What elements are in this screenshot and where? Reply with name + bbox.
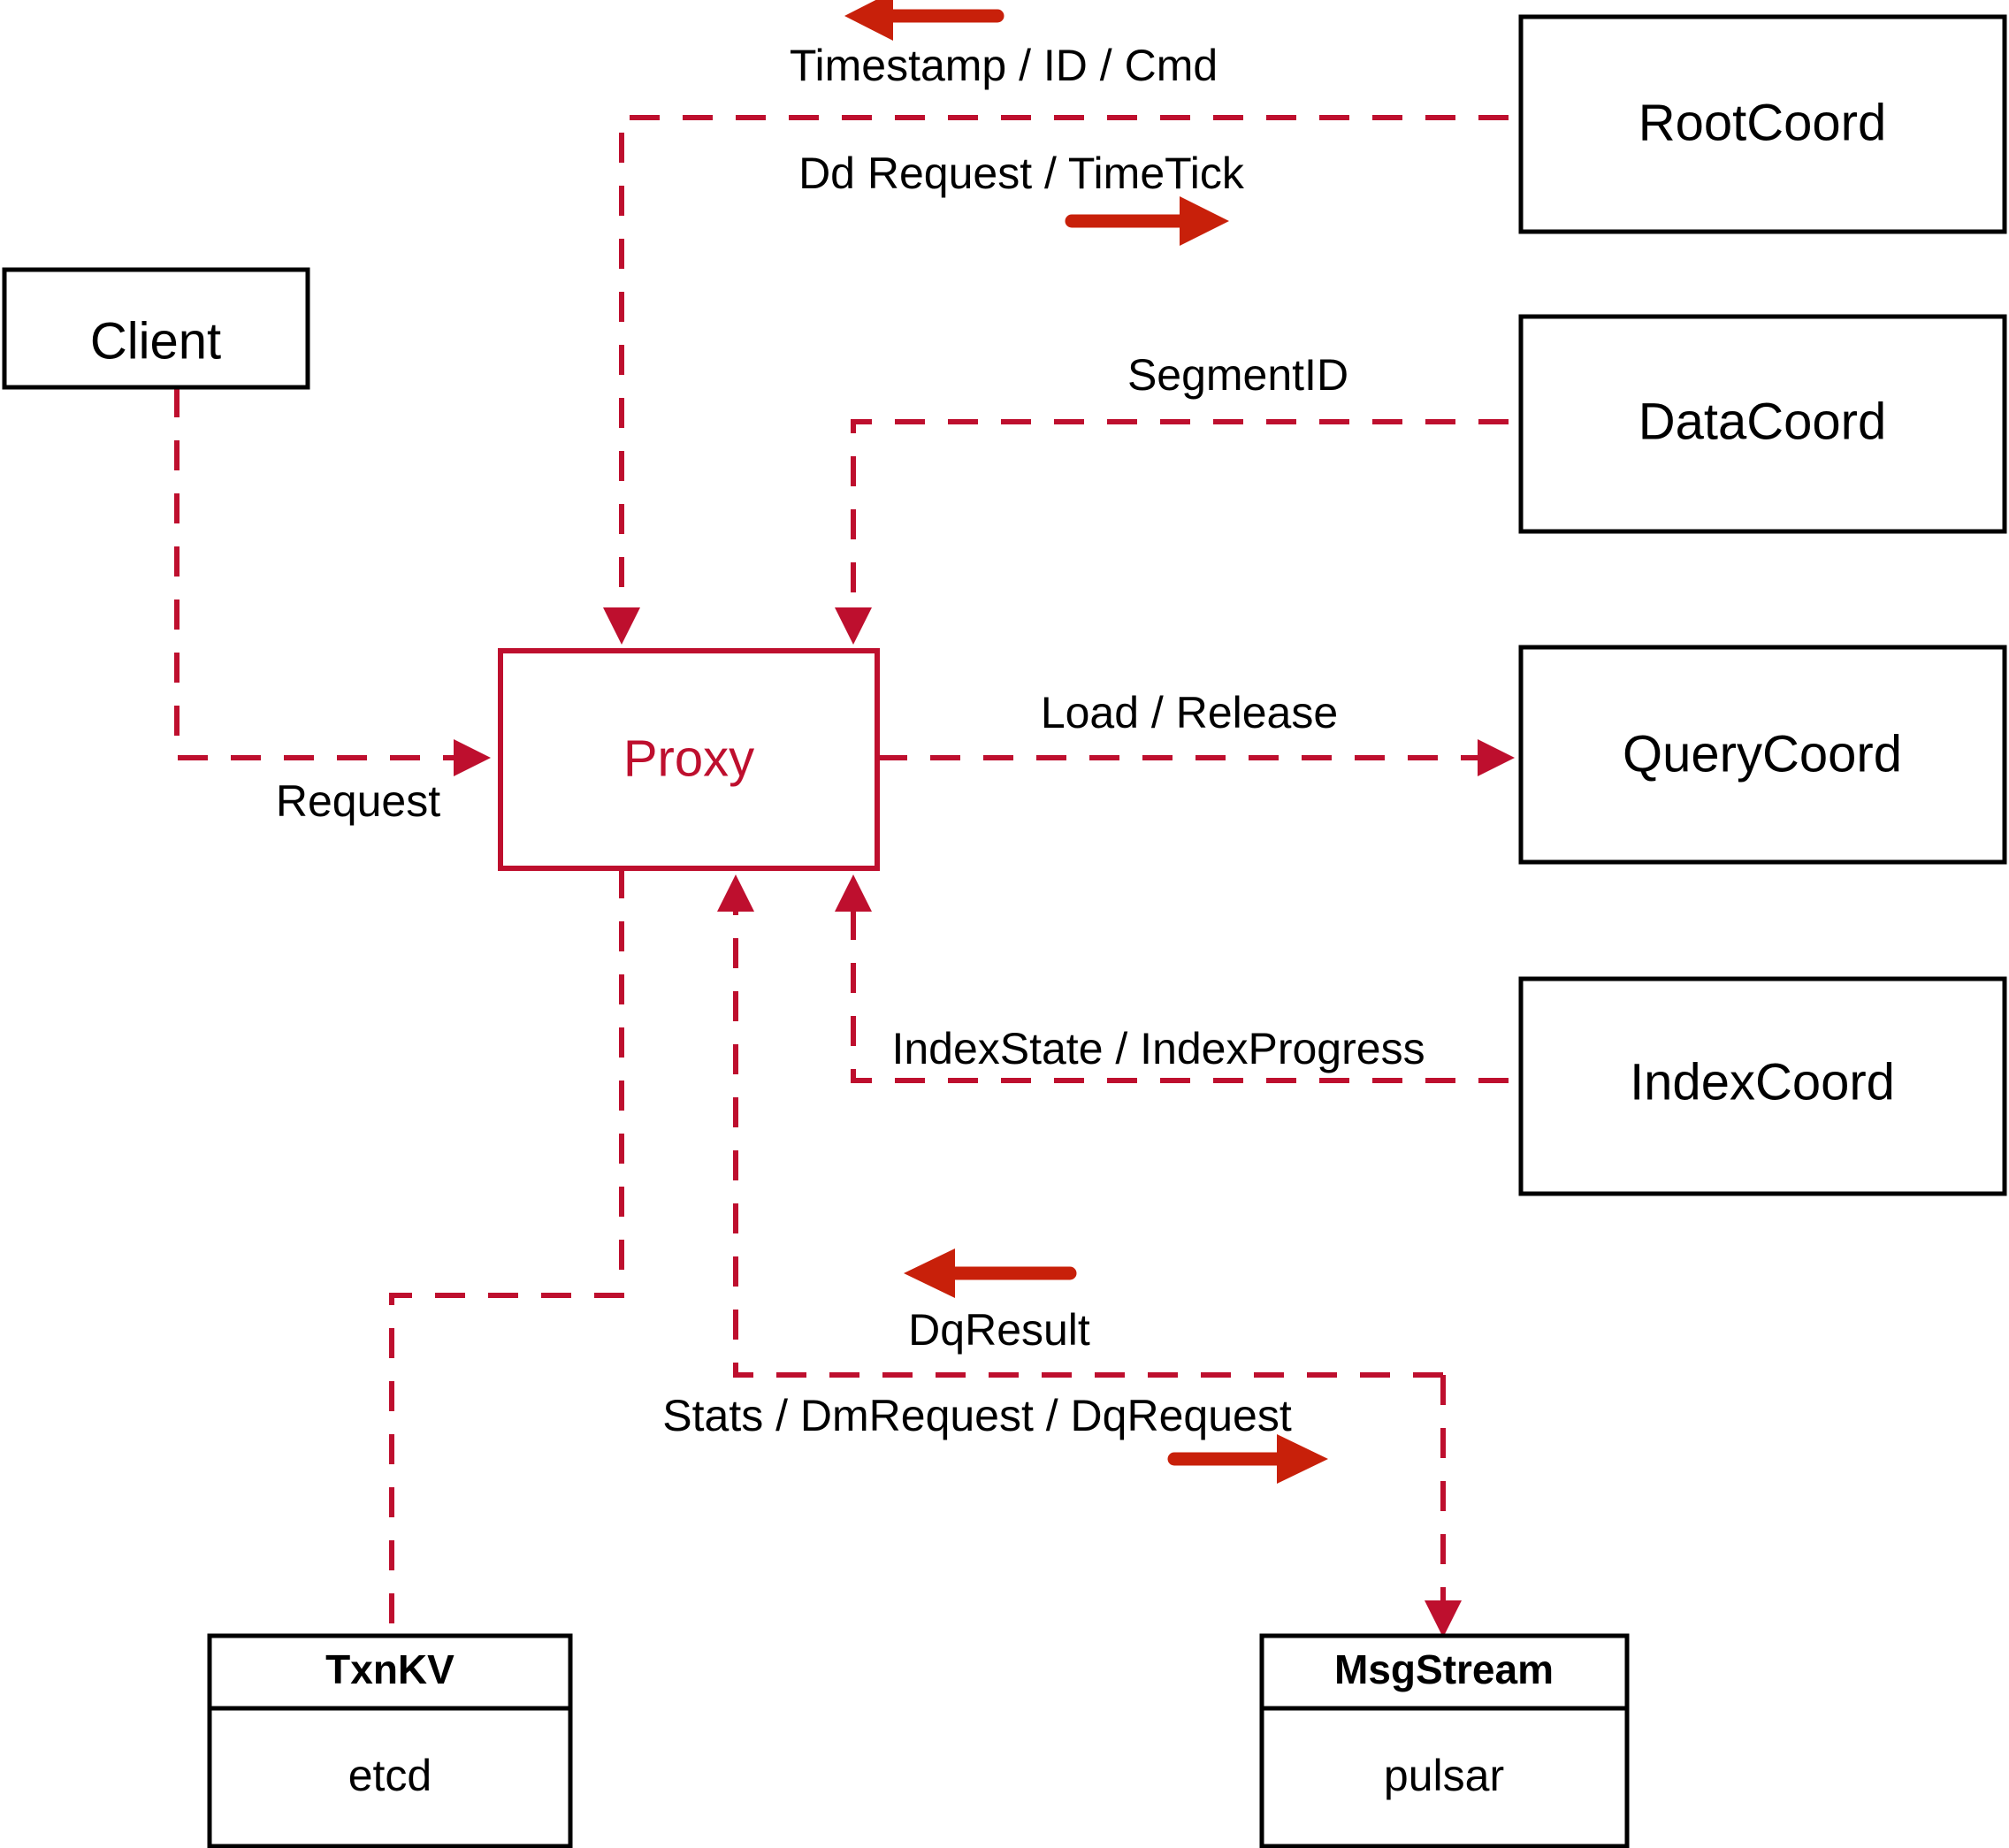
node-proxy[interactable] — [498, 648, 880, 871]
edge-proxy-to-txnkv — [389, 868, 624, 1636]
node-indexcoord[interactable] — [1518, 976, 2007, 1196]
dqrequest-direction-arrow — [1167, 1434, 1328, 1484]
node-client-label: Client — [90, 312, 221, 370]
node-client[interactable] — [2, 267, 310, 390]
edge-label-load-release: Load / Release — [1041, 688, 1338, 737]
edge-label-index-state-progress: IndexState / IndexProgress — [891, 1024, 1425, 1073]
node-datacoord[interactable] — [1518, 314, 2007, 534]
node-msgstream-label: MsgStream — [1334, 1646, 1554, 1692]
edge-label-request: Request — [276, 776, 440, 826]
edge-rootcoord-to-proxy — [603, 115, 1509, 645]
node-txnkv[interactable] — [207, 1633, 573, 1848]
ddrequest-direction-arrow — [1065, 196, 1229, 246]
edge-client-to-proxy — [174, 387, 491, 776]
edge-label-dq-result: DqResult — [908, 1305, 1090, 1355]
timestamp-direction-arrow — [844, 0, 1004, 41]
node-querycoord-label: QueryCoord — [1623, 725, 1902, 783]
node-rootcoord[interactable] — [1518, 14, 2007, 234]
node-proxy-label: Proxy — [623, 729, 754, 787]
dqresult-direction-arrow — [904, 1249, 1077, 1298]
edge-label-segment-id: SegmentID — [1127, 350, 1348, 400]
edge-indexcoord-to-proxy — [835, 874, 1509, 1083]
edge-label-timestamp-id-cmd: Timestamp / ID / Cmd — [790, 41, 1218, 90]
edge-label-dd-request-timetick: Dd Request / TimeTick — [798, 149, 1245, 198]
node-rootcoord-label: RootCoord — [1639, 94, 1886, 151]
node-datacoord-label: DataCoord — [1639, 393, 1886, 450]
edge-msgstream-to-proxy — [717, 874, 1443, 1378]
node-txnkv-label: TxnKV — [325, 1646, 455, 1692]
node-txnkv-sublabel: etcd — [348, 1751, 432, 1800]
edge-label-stats-dm-dq-request: Stats / DmRequest / DqRequest — [662, 1391, 1292, 1440]
node-msgstream[interactable] — [1259, 1633, 1630, 1848]
node-indexcoord-label: IndexCoord — [1630, 1053, 1895, 1111]
node-querycoord[interactable] — [1518, 645, 2007, 865]
node-msgstream-sublabel: pulsar — [1384, 1751, 1504, 1800]
edge-datacoord-to-proxy — [835, 419, 1509, 645]
